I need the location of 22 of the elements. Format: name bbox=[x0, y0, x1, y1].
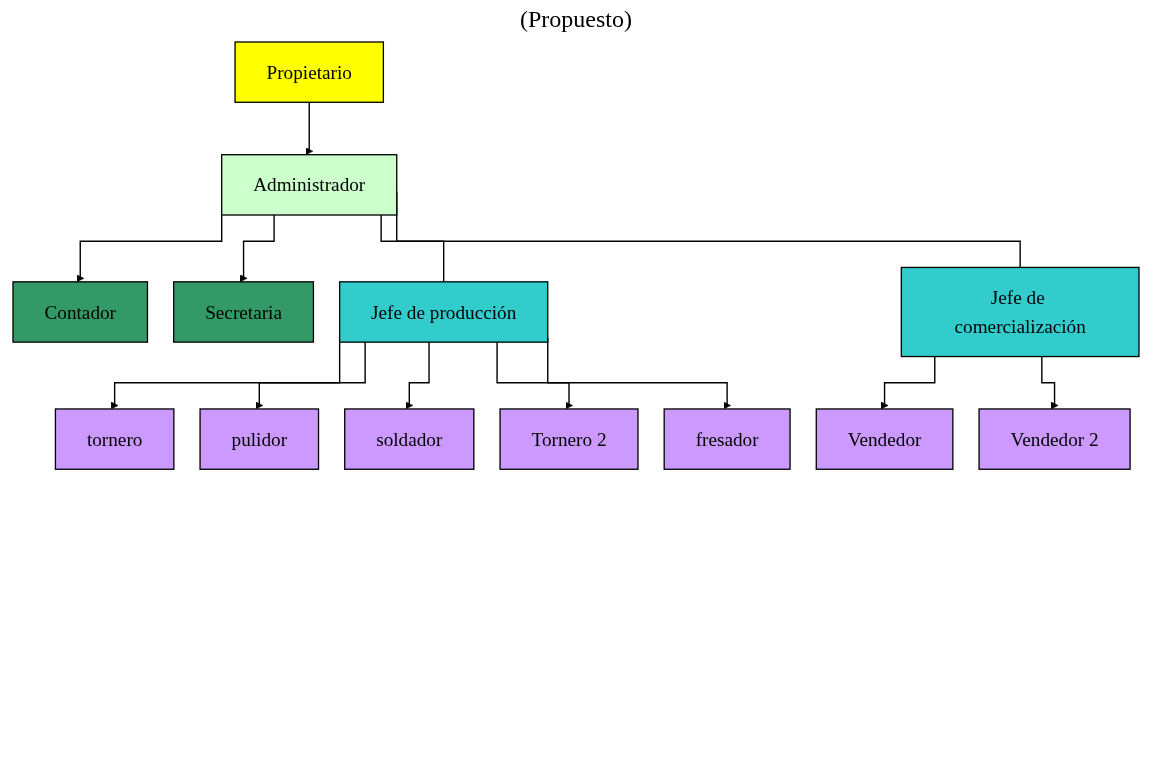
node-box: Jefe de comercialización bbox=[900, 266, 1140, 358]
node-box: Secretaria bbox=[173, 281, 315, 343]
node-box: Vendedor bbox=[815, 408, 954, 470]
node-box: Tornero 2 bbox=[499, 408, 639, 470]
arrow bbox=[496, 341, 573, 410]
arrow bbox=[405, 341, 430, 410]
arrow bbox=[255, 341, 366, 410]
arrow bbox=[305, 101, 314, 156]
node-box: Jefe de producción bbox=[339, 281, 549, 343]
arrow bbox=[1041, 355, 1059, 410]
connector bbox=[380, 214, 445, 283]
node-box: pulidor bbox=[199, 408, 320, 470]
node-box: Propietario bbox=[234, 41, 385, 103]
arrow bbox=[239, 214, 275, 283]
node-box: Vendedor 2 bbox=[978, 408, 1131, 470]
node-box: tornero bbox=[54, 408, 175, 470]
node-box: fresador bbox=[663, 408, 791, 470]
node-box: Contador bbox=[12, 281, 149, 343]
arrow bbox=[880, 355, 936, 410]
diagram-title: (Propuesto) bbox=[519, 6, 633, 33]
node-box: soldador bbox=[344, 408, 475, 470]
node-box: Administrador bbox=[221, 154, 398, 216]
